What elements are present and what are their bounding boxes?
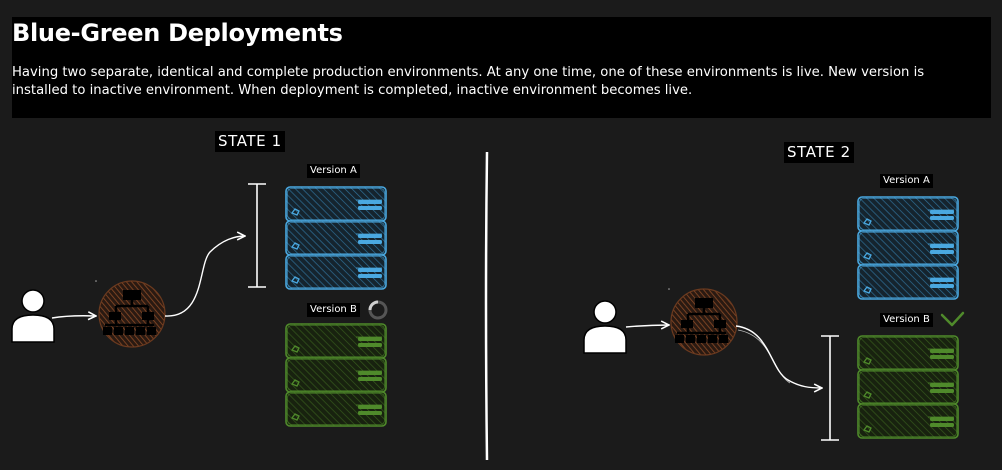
server-icon <box>857 369 959 405</box>
server-icon <box>285 391 387 427</box>
state-2-label: STATE 2 <box>784 142 854 163</box>
user-icon <box>583 300 627 354</box>
server-icon <box>857 335 959 371</box>
network-hierarchy-icon <box>669 287 739 357</box>
user-icon <box>11 289 55 343</box>
server-icon <box>285 186 387 222</box>
loading-spinner-icon <box>368 300 388 320</box>
page-description: Having two separate, identical and compl… <box>12 65 925 98</box>
server-icon <box>857 403 959 439</box>
state-2-version-a-label: Version A <box>880 174 933 188</box>
server-icon <box>285 254 387 290</box>
server-icon <box>285 357 387 393</box>
checkmark-icon <box>940 311 965 327</box>
server-icon <box>857 196 959 232</box>
server-icon <box>285 220 387 256</box>
state-1-label: STATE 1 <box>215 131 285 152</box>
user-to-lb-arrow <box>51 316 96 318</box>
state-1-version-a-label: Version A <box>307 164 360 178</box>
page-title: Blue-Green Deployments <box>12 19 343 47</box>
live-bracket <box>821 335 839 441</box>
header-panel: Blue-Green Deployments Having two separa… <box>12 17 991 118</box>
server-icon <box>857 264 959 300</box>
live-bracket <box>248 183 266 288</box>
state-1-version-b-label: Version B <box>307 303 360 317</box>
state-2-version-b-label: Version B <box>880 313 933 327</box>
server-icon <box>857 230 959 266</box>
server-icon <box>285 323 387 359</box>
lb-to-version-b-arrow <box>735 325 822 388</box>
lb-to-version-a-arrow <box>164 236 245 317</box>
network-hierarchy-icon <box>97 279 167 349</box>
state-divider <box>484 151 489 461</box>
user-to-lb-arrow <box>625 325 669 327</box>
